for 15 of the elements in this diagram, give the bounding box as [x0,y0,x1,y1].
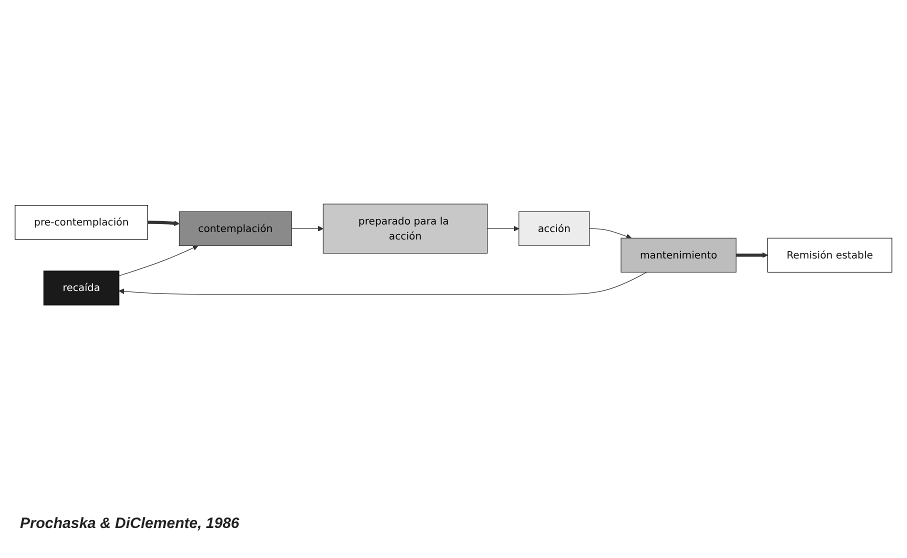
arrow [118,246,198,277]
citation-caption: Prochaska & DiClemente, 1986 [20,515,240,532]
node-box: Remisión estable [767,238,892,273]
node-box: contemplación [178,212,292,246]
arrow [487,226,520,232]
node-box: acción [518,212,590,246]
arrow [118,272,647,296]
node-box: preparado para la acción [322,204,488,254]
arrow [148,220,180,226]
arrow [736,252,768,258]
arrow [589,228,632,240]
node-box: recaída [43,271,120,306]
node-box: pre-contemplación [14,205,148,240]
node-box: mantenimiento [620,238,736,273]
arrow [291,226,324,232]
